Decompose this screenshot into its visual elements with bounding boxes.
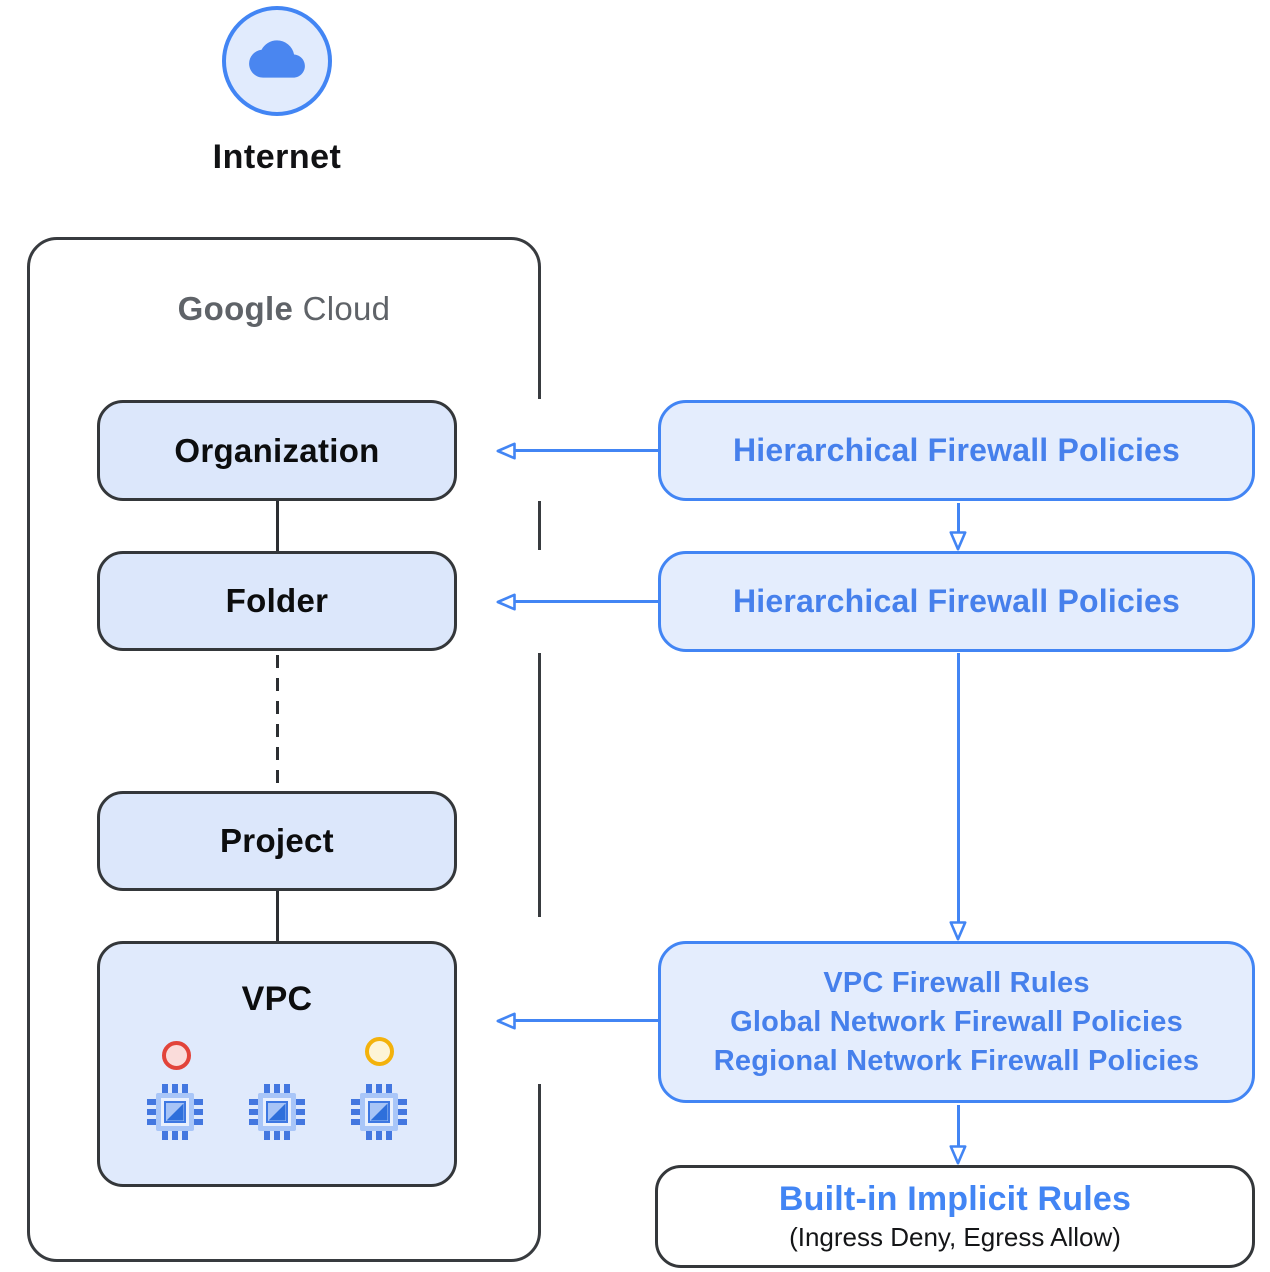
vpc-firewall-rules-line: VPC Firewall Rules bbox=[823, 966, 1090, 999]
arrow-rules-to-vpc bbox=[514, 1019, 658, 1022]
arrow-hfp1-to-hfp2 bbox=[957, 503, 960, 533]
arrow-hfp2-to-rules bbox=[957, 653, 960, 923]
global-network-firewall-policies-line: Global Network Firewall Policies bbox=[730, 1005, 1183, 1038]
vm-instance-icon bbox=[249, 1084, 305, 1140]
arrow-down-head-icon bbox=[949, 1145, 967, 1170]
folder-label: Folder bbox=[225, 582, 329, 619]
vpc-firewall-rules-box: VPC Firewall Rules Global Network Firewa… bbox=[658, 941, 1255, 1103]
folder-project-dashed-connector bbox=[276, 655, 279, 791]
folder-node: Folder bbox=[97, 551, 457, 651]
built-in-implicit-rules-box: Built-in Implicit Rules (Ingress Deny, E… bbox=[655, 1165, 1255, 1268]
arrow-hfp-to-folder bbox=[514, 600, 658, 603]
hierarchical-firewall-policies-box-1: Hierarchical Firewall Policies bbox=[658, 400, 1255, 501]
vpc-node: VPC bbox=[97, 941, 457, 1187]
built-in-implicit-rules-title: Built-in Implicit Rules bbox=[778, 1180, 1132, 1218]
arrow-down-head-icon bbox=[949, 921, 967, 946]
org-folder-connector bbox=[276, 501, 279, 551]
project-vpc-connector bbox=[276, 891, 279, 941]
built-in-implicit-rules-subtitle: (Ingress Deny, Egress Allow) bbox=[789, 1222, 1121, 1252]
vm-instance-icon bbox=[351, 1084, 407, 1140]
project-node: Project bbox=[97, 791, 457, 891]
project-label: Project bbox=[220, 822, 334, 859]
arrow-down-head-icon bbox=[949, 531, 967, 556]
yellow-status-circle-icon bbox=[365, 1037, 394, 1066]
regional-network-firewall-policies-line: Regional Network Firewall Policies bbox=[713, 1044, 1200, 1077]
arrow-left-head-icon bbox=[496, 1012, 516, 1035]
hierarchical-firewall-policies-label: Hierarchical Firewall Policies bbox=[732, 432, 1181, 468]
arrow-left-head-icon bbox=[496, 442, 516, 465]
arrow-rules-to-builtin bbox=[957, 1105, 960, 1147]
container-border-gap bbox=[533, 917, 547, 1084]
arrow-hfp-to-organization bbox=[514, 449, 658, 452]
google-cloud-logo: Google Cloud bbox=[27, 290, 541, 328]
cloud-icon bbox=[246, 28, 308, 95]
google-cloud-logo-brand: Google bbox=[177, 290, 294, 327]
hierarchical-firewall-policies-box-2: Hierarchical Firewall Policies bbox=[658, 551, 1255, 652]
vpc-label: VPC bbox=[241, 980, 313, 1018]
arrow-left-head-icon bbox=[496, 593, 516, 616]
organization-label: Organization bbox=[174, 431, 380, 469]
red-status-circle-icon bbox=[162, 1041, 191, 1070]
google-cloud-logo-suffix: Cloud bbox=[293, 290, 391, 327]
vm-instance-icon bbox=[147, 1084, 203, 1140]
organization-node: Organization bbox=[97, 400, 457, 501]
hierarchical-firewall-policies-label: Hierarchical Firewall Policies bbox=[732, 583, 1181, 619]
internet-node bbox=[222, 6, 332, 116]
internet-label: Internet bbox=[212, 138, 342, 176]
